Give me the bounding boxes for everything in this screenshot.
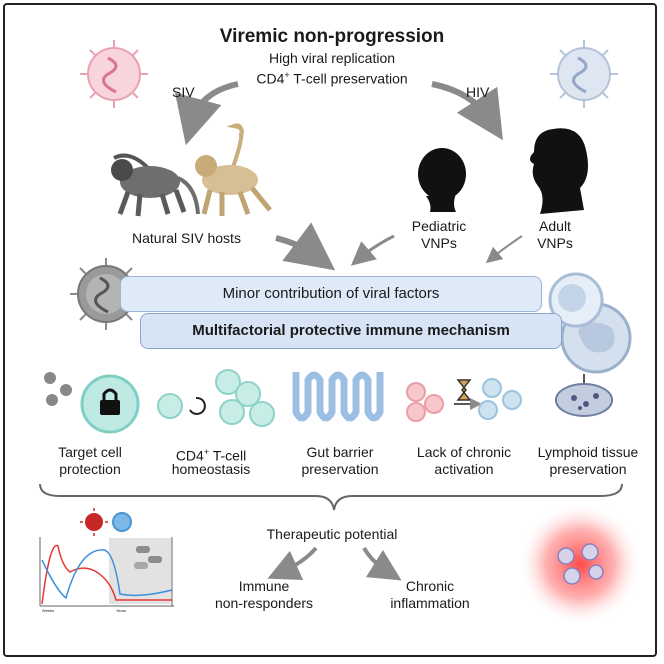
child-silhouette-icon [418, 148, 466, 212]
figure-title: Viremic non-progression [219, 26, 445, 47]
mechanism-target-cell-l1: Target cell [58, 444, 122, 460]
siv-label: SIV [172, 84, 195, 100]
immune-nonresponders-l1: Immune [238, 578, 290, 594]
african-green-monkey-icon [195, 123, 272, 216]
immune-cells-icon [548, 272, 632, 374]
chart-years-label: Years [116, 608, 127, 613]
adult-label-1: Adult [539, 218, 571, 234]
viral-factors-text: Minor contribution of viral factors [222, 285, 440, 302]
mechanism-gut-l2: preservation [301, 461, 379, 477]
siv-virus-icon [80, 40, 148, 108]
gut-villi-icon [292, 371, 384, 422]
grouping-brace [39, 483, 623, 511]
hiv-label: HIV [466, 84, 490, 100]
arrow-from-natural-hosts [275, 222, 336, 271]
arrow-from-adult [485, 235, 523, 264]
sooty-mangabey-icon [111, 153, 200, 217]
mechanism-lymphoid-l2: preservation [549, 461, 627, 477]
chart-weeks-label: Weeks [42, 608, 55, 613]
immune-mechanism-text: Multifactorial protective immune mechani… [192, 322, 510, 339]
subtitle-line2: CD4+ T-cell preservation [256, 70, 408, 87]
mechanism-tcell-l2: homeostasis [171, 461, 251, 477]
immune-mechanism-band: Multifactorial protective immune mechani… [140, 313, 562, 349]
mechanism-tcell-l1: CD4+ T-cell [175, 447, 247, 464]
chronic-inflammation-l1: Chronic [405, 578, 455, 594]
hiv-virus-icon [550, 40, 618, 108]
lymph-node-icon [555, 374, 613, 417]
therapeutic-potential-label: Therapeutic potential [266, 526, 398, 542]
subtitle-line1: High viral replication [268, 50, 396, 66]
adult-silhouette-icon [530, 128, 588, 214]
mechanism-gut-l1: Gut barrier [306, 444, 374, 460]
figure-frame [3, 3, 657, 657]
target-cell-protection-icon [44, 372, 140, 434]
mechanism-activation-l2: activation [434, 461, 494, 477]
arrow-to-immune-nonresponders [267, 546, 318, 580]
adult-label-2: VNPs [537, 235, 573, 251]
viral-factors-band: Minor contribution of viral factors [120, 276, 542, 312]
arrow-to-hiv [431, 81, 503, 141]
inflammation-glow-icon [518, 502, 642, 626]
mechanism-target-cell-l2: protection [59, 461, 121, 477]
chronic-inflammation-l2: inflammation [390, 595, 470, 611]
arrow-to-siv [175, 81, 239, 146]
chronic-activation-icon [406, 378, 522, 422]
mechanism-lymphoid-l1: Lymphoid tissue [537, 444, 639, 460]
pediatric-label-1: Pediatric [411, 218, 467, 234]
natural-hosts-label: Natural SIV hosts [132, 230, 241, 246]
arrow-to-chronic-inflammation [362, 546, 402, 581]
mechanism-activation-l1: Lack of chronic [416, 444, 512, 460]
arrow-from-pediatric [350, 234, 395, 266]
pediatric-label-2: VNPs [421, 235, 457, 251]
tcell-homeostasis-icon [157, 369, 275, 427]
immune-nonresponders-l2: non-responders [214, 595, 314, 611]
viral-load-mini-chart [39, 508, 174, 607]
